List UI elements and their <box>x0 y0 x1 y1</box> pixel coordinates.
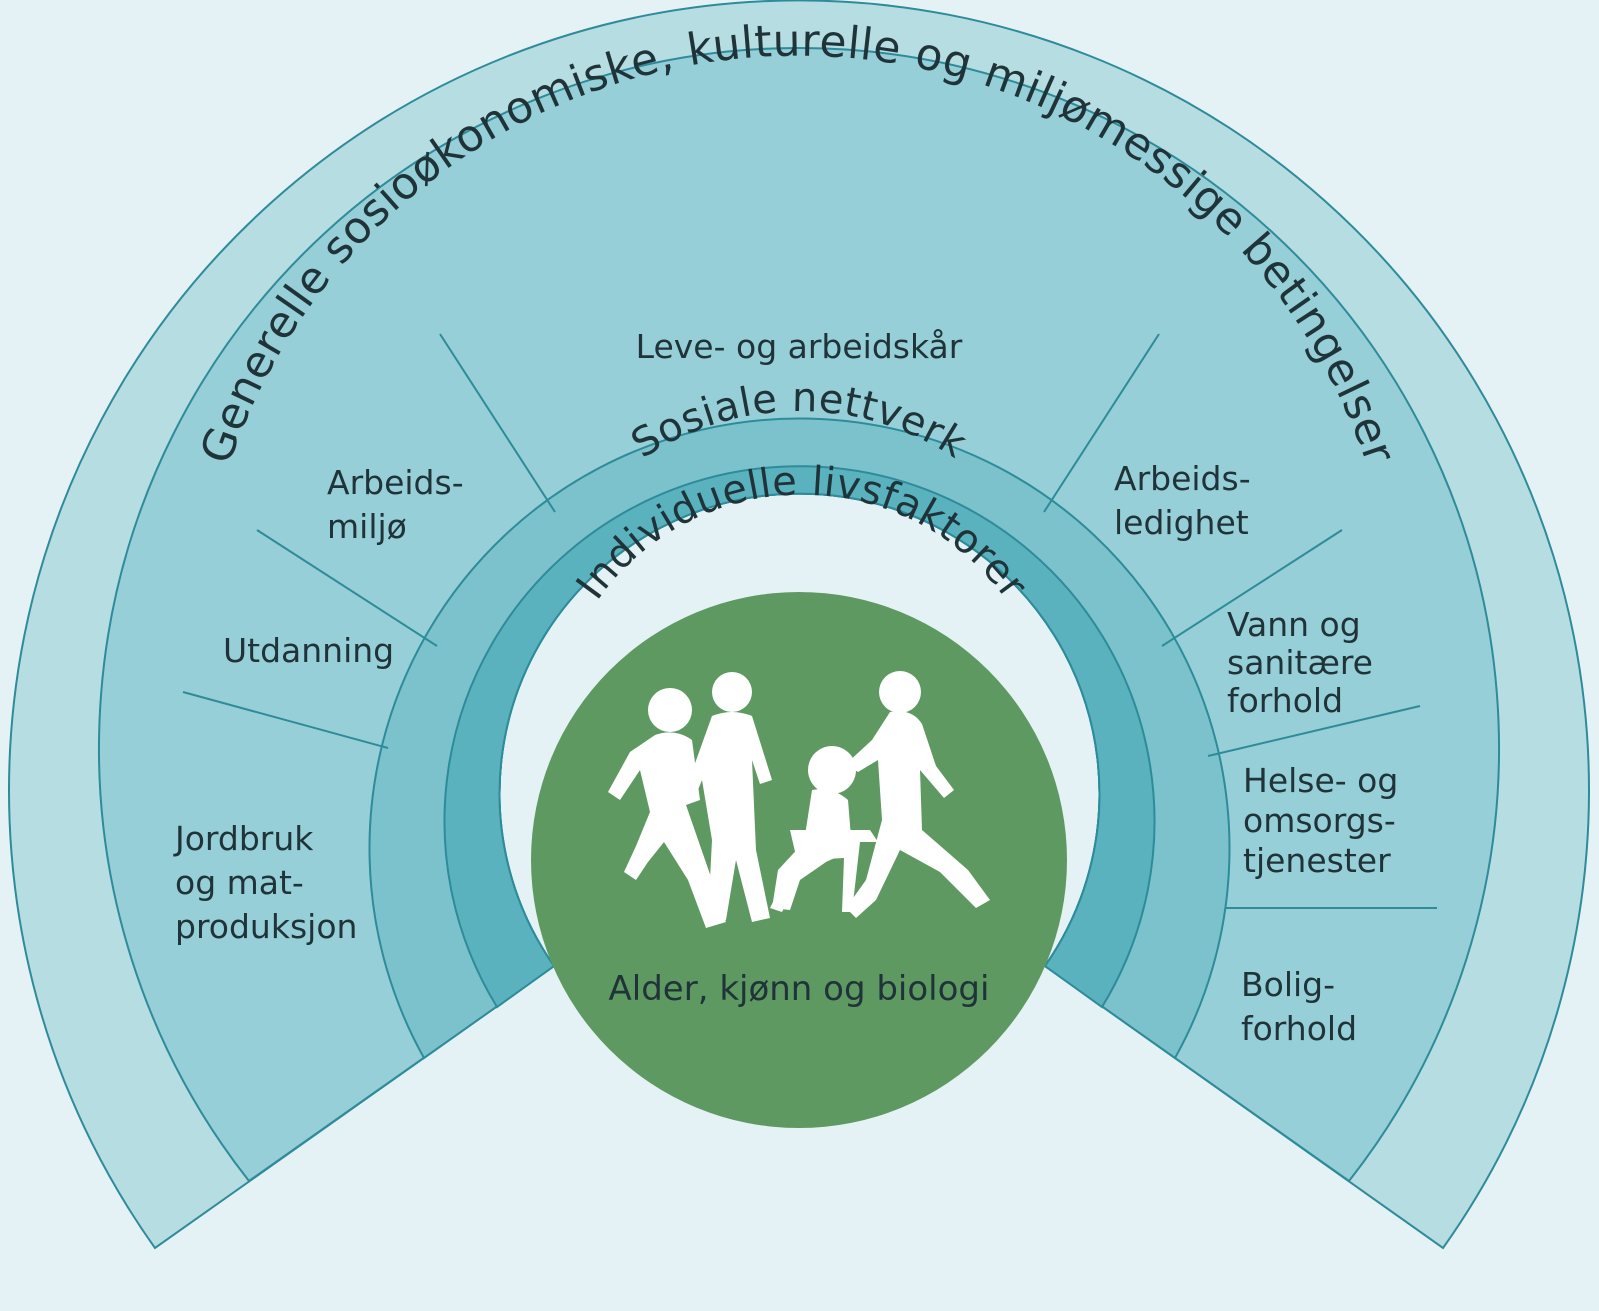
segment-label-utdanning: Utdanning <box>223 631 394 670</box>
segment-label-arbeidsledighet: Arbeids- ledighet <box>1114 459 1261 542</box>
segment-label-jordbruk: Jordbruk og mat- produksjon <box>173 819 357 946</box>
segment-label-bolig: Bolig- forhold <box>1241 965 1357 1048</box>
center-label: Alder, kjønn og biologi <box>609 969 990 1009</box>
segment-dividers <box>182 333 1437 909</box>
segment-label-top: Leve- og arbeidskår <box>636 327 963 366</box>
segment-label-helse: Helse- og omsorgs- tjenester <box>1243 761 1409 880</box>
segment-label-vann: Vann og sanitære forhold <box>1227 605 1384 720</box>
people-silhouettes-icon <box>608 671 990 928</box>
segment-label-arbeidsmiljo: Arbeids- miljø <box>327 463 474 546</box>
individual-ring <box>443 465 1156 1009</box>
